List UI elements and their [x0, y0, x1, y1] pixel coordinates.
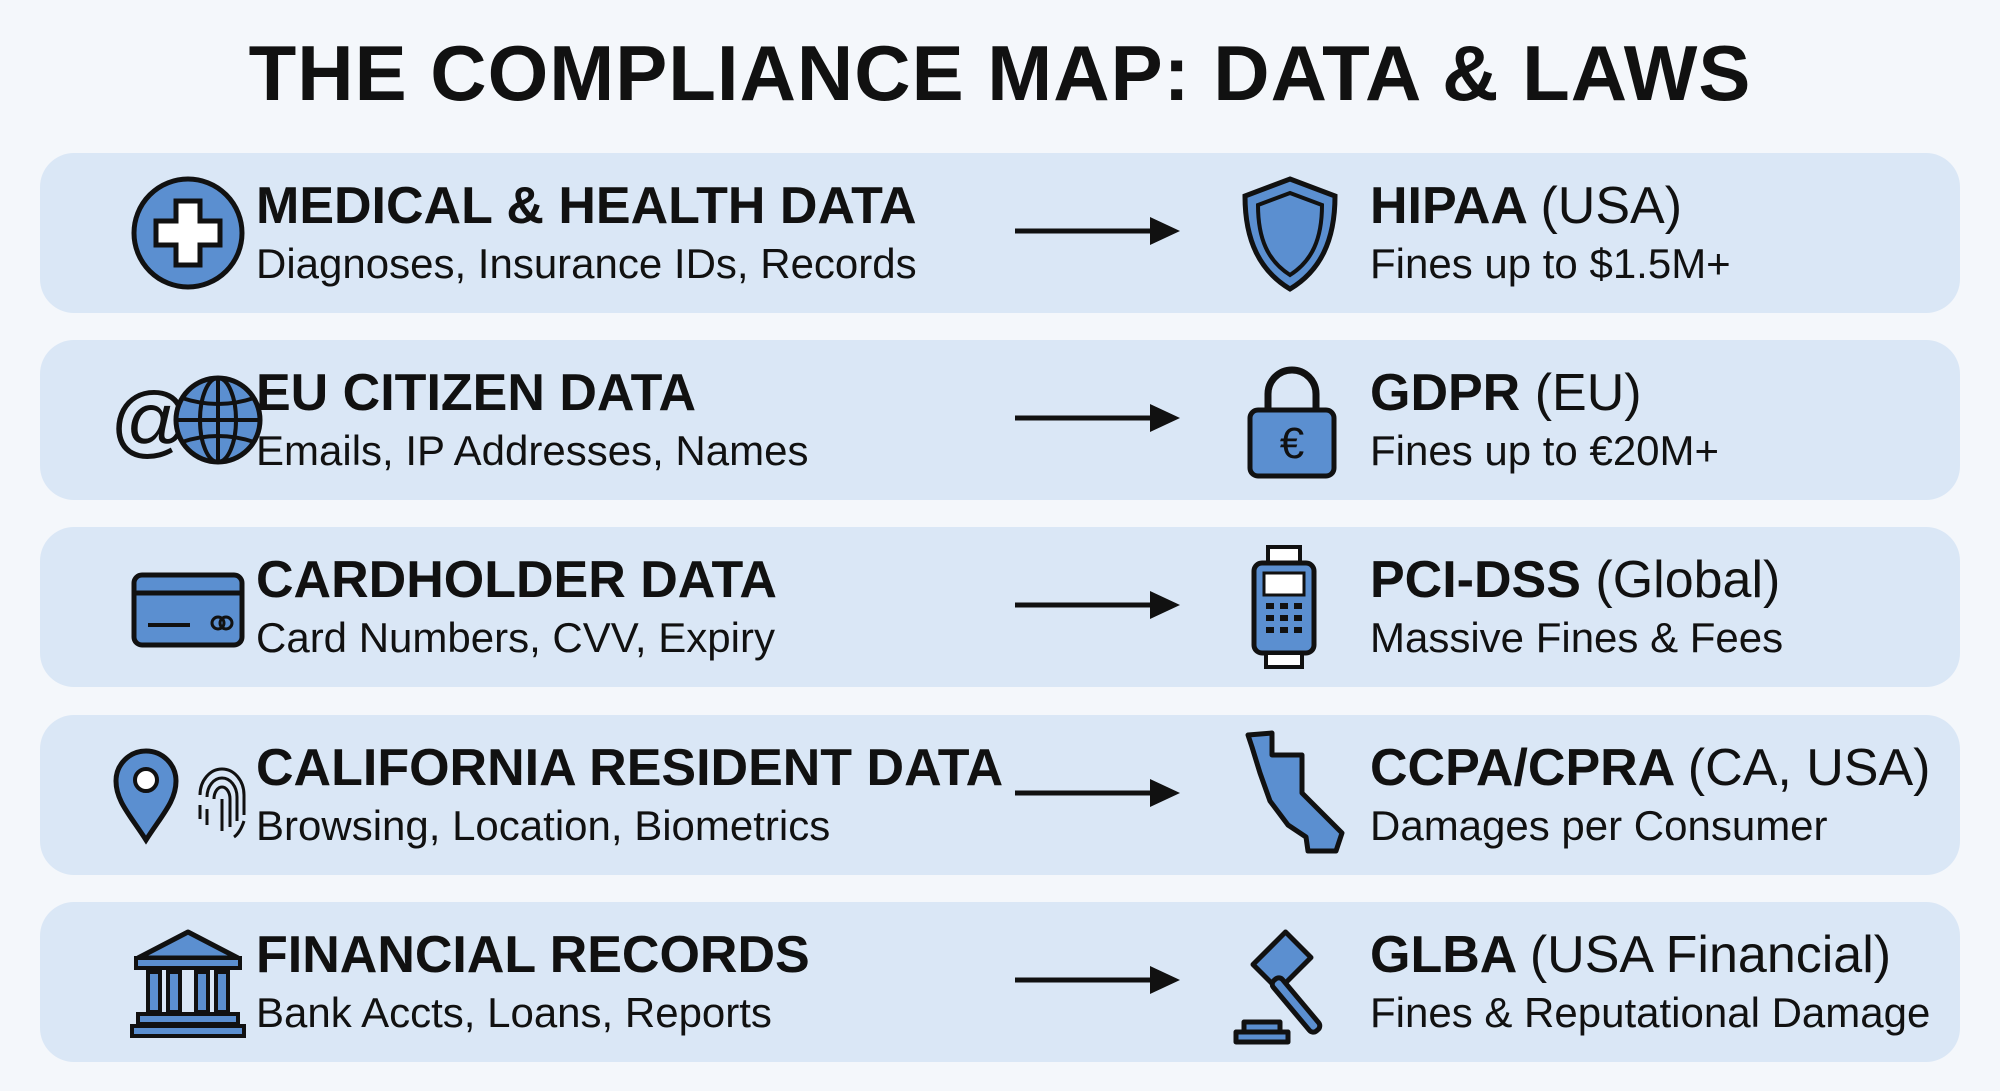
arrow-icon — [1015, 960, 1185, 1000]
compliance-row-california: CALIFORNIA RESIDENT DATA Browsing, Locati… — [40, 715, 1960, 875]
arrow-icon — [1015, 585, 1185, 625]
penalty-text: Damages per Consumer — [1370, 802, 1828, 849]
data-category-title: FINANCIAL RECORDS — [256, 926, 810, 984]
at-globe-icon: @ — [80, 360, 263, 480]
data-category-desc: Diagnoses, Insurance IDs, Records — [256, 240, 917, 287]
location-fingerprint-icon — [80, 735, 250, 855]
data-category-title: EU CITIZEN DATA — [256, 364, 697, 422]
law-name: GLBA — [1370, 926, 1516, 984]
bank-icon — [80, 922, 250, 1042]
law-region: (Global) — [1595, 551, 1781, 609]
payment-terminal-icon — [1230, 545, 1350, 670]
law-region: (EU) — [1534, 364, 1642, 422]
credit-card-icon — [80, 547, 250, 667]
data-category-desc: Emails, IP Addresses, Names — [256, 427, 809, 474]
law-region: (USA Financial) — [1529, 926, 1892, 984]
law-name: HIPAA — [1370, 177, 1526, 235]
arrow-icon — [1015, 211, 1185, 251]
law-region: (CA, USA) — [1687, 739, 1931, 797]
penalty-text: Fines & Reputational Damage — [1370, 989, 1931, 1036]
law-name: CCPA/CPRA — [1370, 739, 1674, 797]
compliance-row-cardholder: CARDHOLDER DATA Card Numbers, CVV, Expiry… — [40, 527, 1960, 687]
data-category-title: CALIFORNIA RESIDENT DATA — [256, 739, 1004, 797]
penalty-text: Fines up to €20M+ — [1370, 427, 1720, 474]
euro-padlock-icon: € — [1230, 358, 1350, 483]
law-name: PCI-DSS — [1370, 551, 1581, 609]
law-region: (USA) — [1540, 177, 1683, 235]
data-category-title: CARDHOLDER DATA — [256, 551, 777, 609]
shield-icon — [1230, 171, 1350, 296]
law-name: GDPR — [1370, 364, 1521, 422]
gavel-icon — [1230, 920, 1350, 1045]
compliance-row-medical: MEDICAL & HEALTH DATA Diagnoses, Insuranc… — [40, 153, 1960, 313]
page-title: THE COMPLIANCE MAP: DATA & LAWS — [248, 29, 1752, 117]
compliance-row-eu: @ EU CITIZEN DATA Emails, IP Addresses, N… — [40, 340, 1960, 500]
svg-text:€: € — [1280, 419, 1304, 468]
california-map-icon — [1230, 730, 1350, 858]
arrow-icon — [1015, 773, 1185, 813]
data-category-desc: Bank Accts, Loans, Reports — [256, 989, 772, 1036]
compliance-row-financial: FINANCIAL RECORDS Bank Accts, Loans, Repo… — [40, 902, 1960, 1062]
data-category-title: MEDICAL & HEALTH DATA — [256, 177, 917, 235]
arrow-icon — [1015, 398, 1185, 438]
data-category-desc: Browsing, Location, Biometrics — [256, 802, 831, 849]
data-category-desc: Card Numbers, CVV, Expiry — [256, 614, 775, 661]
penalty-text: Fines up to $1.5M+ — [1370, 240, 1731, 287]
penalty-text: Massive Fines & Fees — [1370, 614, 1784, 661]
medical-cross-icon — [80, 173, 250, 293]
